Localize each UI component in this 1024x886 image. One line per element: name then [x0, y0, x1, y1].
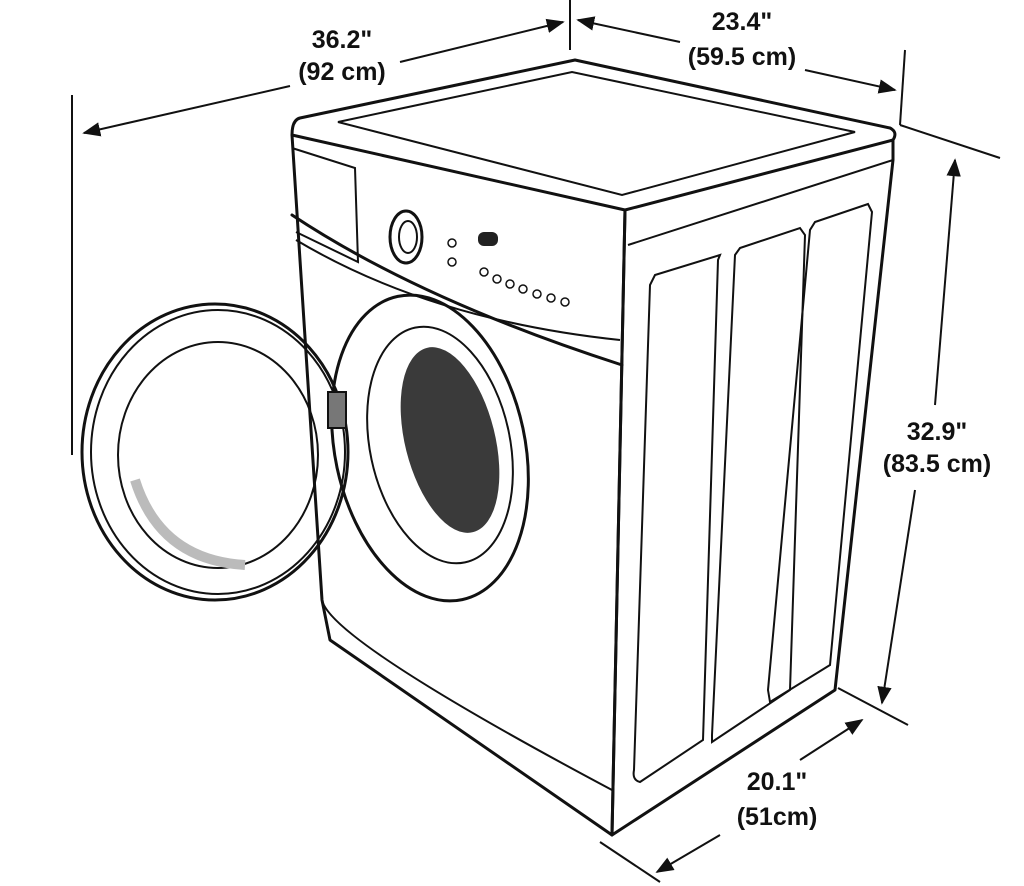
depth-open-imperial: 36.2" [312, 26, 373, 54]
dimension-lines [71, 0, 1001, 883]
glass-reflection [130, 478, 246, 570]
width-metric: (59.5 cm) [688, 43, 796, 71]
door-opening-inner [366, 325, 514, 565]
dim-arrow-height-bottom [877, 489, 916, 705]
dimension-labels: 36.2" (92 cm) 23.4" (59.5 cm) 32.9" (83.… [298, 8, 991, 831]
dim-arrow-height-top [934, 158, 961, 406]
extension-line-right-bottom [837, 687, 909, 726]
open-door-rim [90, 309, 346, 595]
side-panel-1 [632, 253, 722, 784]
depth-imperial: 20.1" [747, 768, 808, 796]
kick-plate [321, 599, 613, 791]
top-lid [337, 70, 856, 197]
drum-glass [400, 347, 500, 533]
depth-open-metric: (92 cm) [298, 58, 386, 86]
width-imperial: 23.4" [712, 8, 773, 36]
detergent-drawer [291, 147, 360, 264]
dim-arrow-depth-top [799, 719, 864, 761]
height-imperial: 32.9" [907, 418, 968, 446]
selector-knob [388, 209, 424, 265]
extension-line-width [899, 49, 906, 126]
dim-arrow-depth-open-right [399, 18, 565, 63]
extension-line-right-top [899, 124, 1001, 159]
side-panel-3 [766, 202, 874, 704]
extension-line-depth [599, 841, 661, 883]
right-side [610, 138, 895, 837]
door-hinge [327, 391, 347, 429]
dim-arrow-width-left [576, 16, 681, 43]
side-panel-2 [711, 226, 807, 744]
dim-arrow-depth-bottom [655, 834, 721, 873]
dim-arrow-width-right [804, 69, 897, 94]
right-top-edge [627, 159, 894, 246]
open-door-outer [80, 302, 350, 602]
door-opening-outer [330, 293, 530, 603]
height-metric: (83.5 cm) [883, 450, 991, 478]
selector-knob-inner [398, 220, 418, 254]
display-icon [478, 232, 498, 246]
dim-arrow-depth-open-left [82, 85, 291, 137]
open-door-glass [117, 341, 319, 569]
depth-metric: (51cm) [737, 803, 818, 831]
washer-body [80, 58, 897, 837]
control-panel-edge [290, 213, 624, 367]
control-buttons [447, 238, 570, 307]
